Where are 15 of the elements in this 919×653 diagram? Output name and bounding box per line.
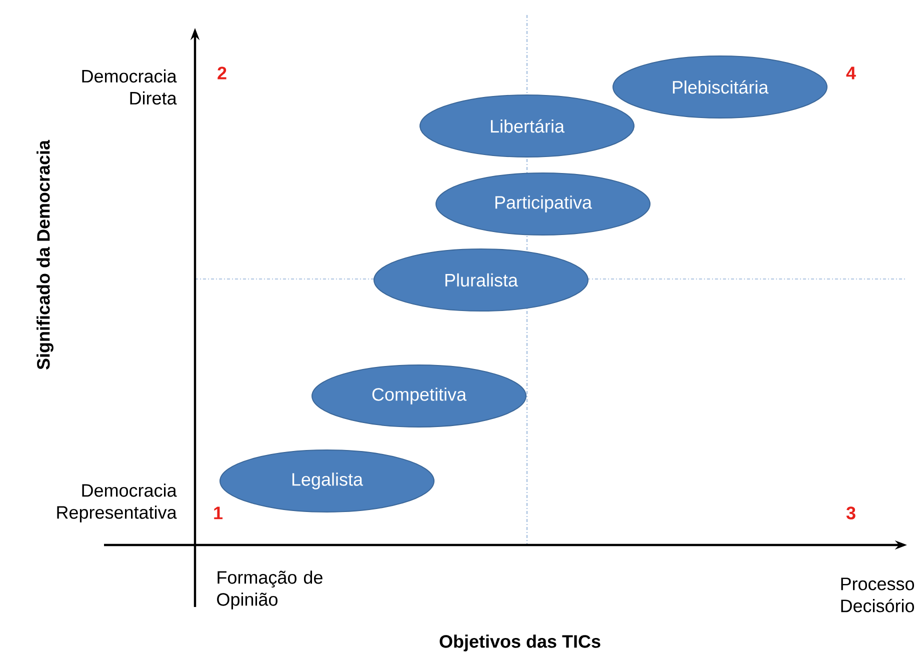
axis-title: Significado da Democracia — [36, 140, 54, 370]
axis-end-label: Democracia Direta — [82, 69, 177, 105]
ellipse-node: Libertária — [420, 94, 634, 158]
axis-end-label: Democracia Representativa — [57, 484, 177, 522]
axis-end-label: Processo Decisório — [841, 578, 914, 612]
axis-title: Objetivos das TICs — [440, 634, 600, 652]
ellipse-node: Participativa — [436, 172, 650, 236]
ellipse-node: Pluralista — [374, 248, 588, 312]
axis-end-label: Formação de Opinião — [217, 570, 322, 610]
ellipse-node: Competitiva — [312, 364, 526, 428]
quadrant-number: 4 — [846, 66, 856, 80]
quadrant-number: 3 — [846, 506, 856, 520]
ellipse-node: Plebiscitária — [612, 56, 828, 118]
quadrant-number: 2 — [218, 66, 226, 80]
ellipse-node: Legalista — [220, 450, 434, 512]
